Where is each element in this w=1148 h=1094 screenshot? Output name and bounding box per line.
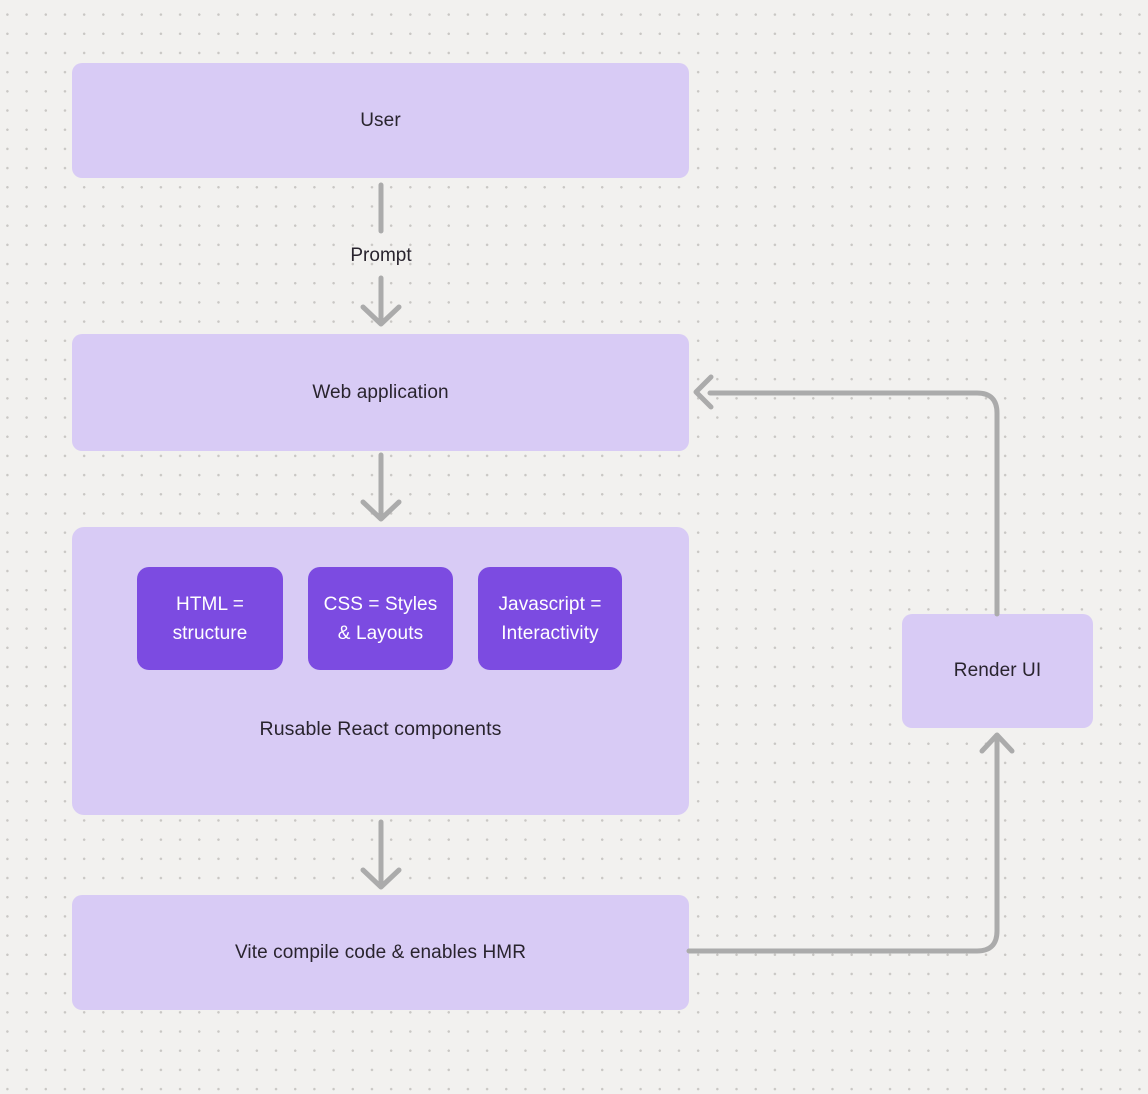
edge-webapp-to-components[interactable]: [360, 452, 402, 522]
node-user-label: User: [360, 109, 401, 131]
edge-render-ui-to-webapp[interactable]: [693, 374, 1000, 617]
node-web-application-label: Web application: [312, 381, 449, 403]
node-web-application[interactable]: Web application: [72, 334, 689, 451]
node-user[interactable]: User: [72, 63, 689, 178]
edge-label-prompt[interactable]: Prompt: [350, 245, 412, 266]
arrowhead-down-icon: [360, 304, 402, 327]
node-render-ui-label: Render UI: [953, 660, 1042, 681]
node-html-line1: HTML =: [176, 593, 244, 615]
edge-components-to-vite[interactable]: [360, 819, 402, 890]
arrowhead-up-icon: [979, 732, 1015, 754]
node-css-styles[interactable]: CSS = Styles & Layouts: [308, 567, 453, 670]
node-javascript-interactivity[interactable]: Javascript = Interactivity: [478, 567, 622, 670]
node-js-line2: Interactivity: [501, 622, 599, 644]
node-css-line1: CSS = Styles: [323, 593, 438, 615]
node-html-structure[interactable]: HTML = structure: [137, 567, 283, 670]
arrowhead-left-icon: [693, 374, 714, 410]
node-css-line2: & Layouts: [337, 622, 424, 644]
components-group-caption: Rusable React components: [259, 718, 502, 740]
edge-user-to-webapp[interactable]: [360, 182, 402, 327]
arrowhead-down-icon: [360, 867, 402, 890]
node-components-group[interactable]: HTML = structure CSS = Styles & Layouts …: [72, 527, 689, 815]
node-html-line2: structure: [172, 622, 248, 644]
node-vite-label: Vite compile code & enables HMR: [234, 941, 527, 963]
arrowhead-down-icon: [360, 499, 402, 522]
node-render-ui[interactable]: Render UI: [902, 614, 1093, 728]
node-vite[interactable]: Vite compile code & enables HMR: [72, 895, 689, 1010]
node-js-line1: Javascript =: [498, 593, 602, 615]
edge-vite-to-render-ui[interactable]: [686, 732, 1015, 954]
